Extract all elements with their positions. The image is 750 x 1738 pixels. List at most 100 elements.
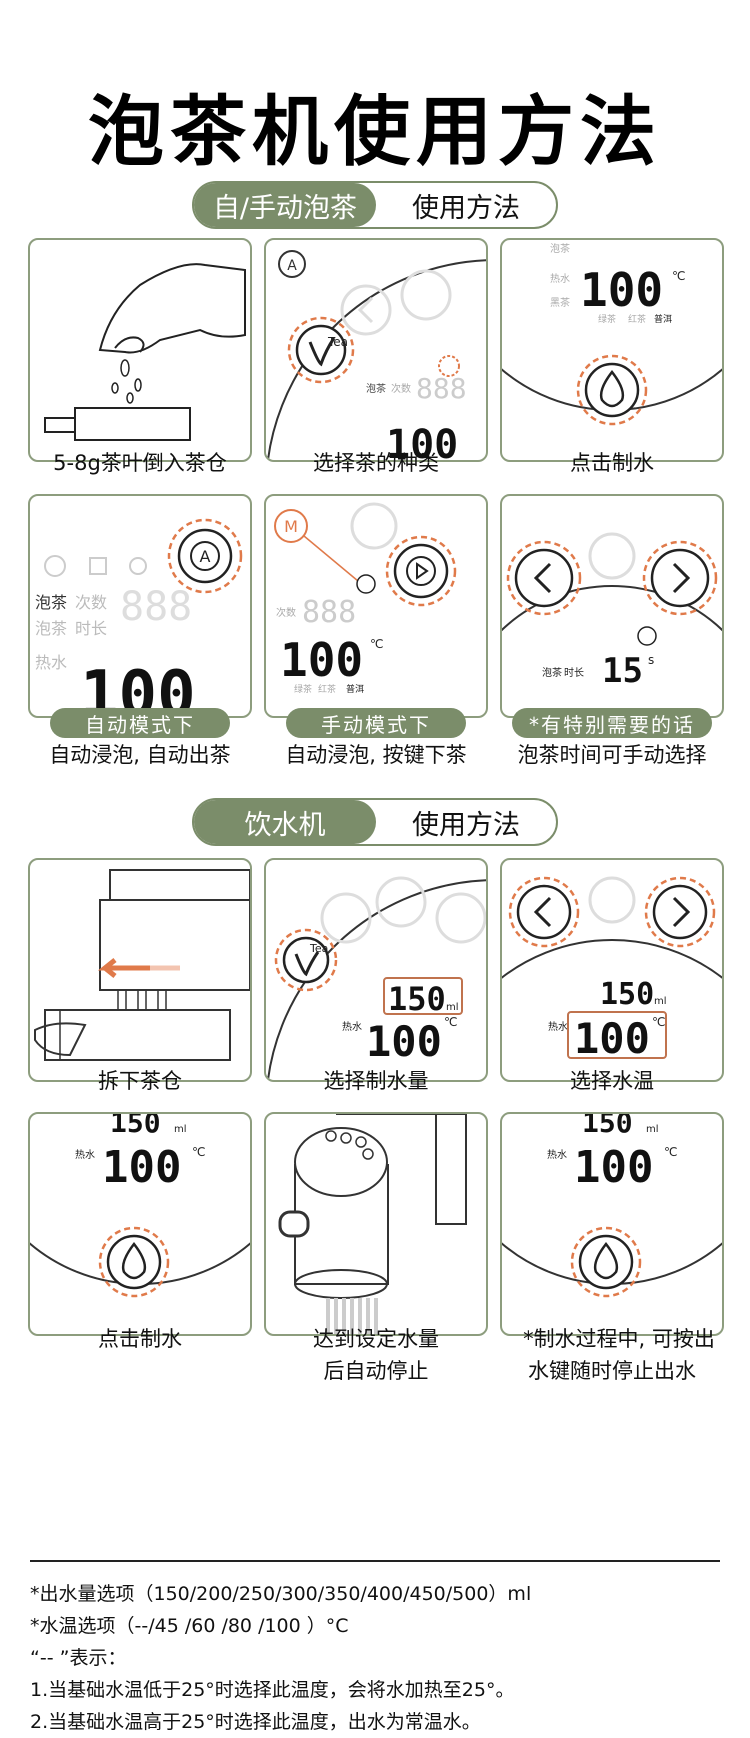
- svg-text:℃: ℃: [652, 1015, 665, 1029]
- step-panel-select-temp: 150 ml 热水 100 ℃: [500, 858, 724, 1082]
- svg-text:绿茶: 绿茶: [294, 683, 312, 695]
- svg-text:ml: ml: [654, 996, 667, 1007]
- caption-remove-chamber: 拆下茶仓: [98, 1069, 182, 1093]
- notes: *出水量选项（150/200/250/300/350/400/450/500）m…: [30, 1578, 730, 1738]
- step-panel-select-volume: Tea 150 ml 热水 100 ℃: [264, 858, 488, 1082]
- svg-text:泡茶: 泡茶: [35, 593, 67, 612]
- svg-text:绿茶: 绿茶: [598, 313, 616, 325]
- caption-stop-anytime: *制水过程中, 可按出: [523, 1327, 715, 1351]
- svg-text:℃: ℃: [370, 637, 383, 651]
- water-button-illustration: 150 ml 热水 100 ℃: [30, 1114, 250, 1298]
- svg-text:s: s: [648, 653, 654, 667]
- svg-text:150: 150: [600, 977, 654, 1012]
- caption-press-water: 点击制水: [570, 451, 654, 475]
- water-steps-row-2: 150 ml 热水 100 ℃: [28, 1112, 724, 1336]
- svg-text:100: 100: [80, 658, 196, 716]
- svg-text:次数: 次数: [276, 606, 296, 619]
- svg-text:Tea: Tea: [327, 335, 348, 349]
- machine-illustration: [278, 1114, 467, 1334]
- svg-text:泡茶: 泡茶: [366, 382, 386, 395]
- svg-text:泡茶: 泡茶: [35, 619, 67, 638]
- note-volume-options: *出水量选项（150/200/250/300/350/400/450/500）m…: [30, 1583, 532, 1605]
- svg-text:热水: 热水: [35, 653, 67, 672]
- water-button-illustration: 150 ml 热水 100 ℃: [502, 1114, 722, 1298]
- svg-text:Tea: Tea: [309, 942, 328, 955]
- caption-auto-stop-line2: 后自动停止: [323, 1359, 429, 1383]
- control-panel-illustration: A Tea 泡茶 次数 888 100: [266, 250, 486, 460]
- svg-text:热水: 热水: [342, 1020, 362, 1033]
- select-temp-illustration: 150 ml 热水 100 ℃: [502, 876, 722, 1063]
- time-select-illustration: 泡茶 时长 15 s: [502, 532, 722, 691]
- svg-text:次数: 次数: [75, 593, 107, 612]
- section-header-right: 使用方法: [412, 192, 520, 224]
- caption-auto-mode: 自动浸泡, 自动出茶: [49, 743, 231, 767]
- section-header-water: 饮水机 使用方法: [192, 798, 558, 846]
- step-panel-manual-mode: M 次数 888 100 ℃ 绿茶 红茶 普洱: [264, 494, 488, 718]
- caption-select-volume: 选择制水量: [323, 1069, 429, 1093]
- tag-special-need: *有特别需要的话: [512, 708, 712, 738]
- svg-text:100: 100: [386, 422, 458, 460]
- select-volume-illustration: Tea 150 ml 热水 100 ℃: [266, 876, 486, 1080]
- hand-pouring-illustration: [44, 263, 246, 441]
- step-panel-auto-mode: A 泡茶 次数 888 泡茶 时长 热水 100: [28, 494, 252, 718]
- svg-text:次数: 次数: [391, 382, 411, 395]
- svg-text:100: 100: [102, 1142, 181, 1193]
- auto-mode-illustration: A 泡茶 次数 888 泡茶 时长 热水 100: [35, 518, 243, 716]
- section-header-left: 自/手动泡茶: [194, 183, 376, 227]
- svg-text:100: 100: [574, 1014, 650, 1063]
- caption-auto-stop: 达到设定水量: [313, 1327, 439, 1351]
- section-header-tea: 自/手动泡茶 使用方法: [192, 181, 558, 229]
- svg-text:普洱: 普洱: [654, 313, 672, 325]
- svg-text:ml: ml: [174, 1124, 187, 1135]
- svg-text:热水: 热水: [548, 1020, 568, 1033]
- svg-text:热水: 热水: [547, 1148, 567, 1161]
- tea-steps-row-1: A Tea 泡茶 次数 888 100 泡茶 热水 黑茶 100 ℃ 绿茶 红茶…: [28, 238, 724, 462]
- svg-text:100: 100: [366, 1017, 442, 1066]
- svg-text:150: 150: [388, 980, 446, 1018]
- step-panel-auto-stop: [264, 1112, 488, 1336]
- svg-text:℃: ℃: [672, 269, 685, 283]
- note-temp-options: *水温选项（--/45 /60 /80 /100 ）°C: [30, 1615, 349, 1637]
- svg-text:热水: 热水: [550, 272, 570, 285]
- svg-text:888: 888: [416, 372, 467, 405]
- svg-text:A: A: [200, 547, 211, 566]
- svg-text:150: 150: [110, 1114, 161, 1139]
- svg-text:100: 100: [580, 263, 663, 317]
- svg-text:普洱: 普洱: [346, 683, 364, 695]
- tag-manual-mode: 手动模式下: [286, 708, 466, 738]
- note-item-1: 1.当基础水温低于25°时选择此温度，会将水加热至25°。: [30, 1679, 515, 1701]
- step-panel-remove-chamber: [28, 858, 252, 1082]
- remove-chamber-illustration: [34, 869, 250, 1061]
- svg-text:泡茶: 泡茶: [542, 666, 562, 679]
- svg-text:888: 888: [120, 584, 192, 630]
- caption-press-water-2: 点击制水: [98, 1327, 182, 1351]
- svg-text:ml: ml: [646, 1124, 659, 1135]
- section-header-right: 使用方法: [412, 809, 520, 841]
- svg-text:时长: 时长: [564, 667, 584, 679]
- svg-text:℃: ℃: [664, 1145, 677, 1159]
- svg-text:150: 150: [582, 1114, 633, 1139]
- caption-time-select: 泡茶时间可手动选择: [517, 743, 707, 767]
- tea-steps-row-2: A 泡茶 次数 888 泡茶 时长 热水 100 M 次数 888 100: [28, 494, 724, 718]
- svg-text:A: A: [287, 258, 297, 274]
- svg-text:黑茶: 黑茶: [550, 296, 570, 309]
- step-panel-select-tea: A Tea 泡茶 次数 888 100: [264, 238, 488, 462]
- caption-pour-tea: 5-8g茶叶倒入茶仓: [53, 451, 227, 475]
- svg-text:℃: ℃: [444, 1015, 457, 1029]
- note-dash-meaning: “-- ”表示：: [30, 1647, 127, 1669]
- svg-text:泡茶: 泡茶: [550, 242, 570, 255]
- caption-select-temp: 选择水温: [570, 1069, 654, 1093]
- divider: [30, 1560, 720, 1562]
- note-item-2: 2.当基础水温高于25°时选择此温度，出水为常温水。: [30, 1711, 481, 1733]
- page-title: 泡茶机使用方法: [88, 87, 662, 176]
- step-panel-pour-tea: [28, 238, 252, 462]
- svg-text:100: 100: [280, 633, 363, 687]
- svg-text:M: M: [284, 517, 298, 536]
- svg-text:红茶: 红茶: [628, 313, 646, 325]
- section-header-left: 饮水机: [194, 800, 376, 844]
- tag-auto-mode: 自动模式下: [50, 708, 230, 738]
- manual-mode-illustration: M 次数 888 100 ℃ 绿茶 红茶 普洱: [274, 502, 457, 695]
- svg-text:红茶: 红茶: [318, 683, 336, 695]
- caption-select-tea: 选择茶的种类: [313, 451, 439, 475]
- caption-stop-anytime-line2: 水键随时停止出水: [528, 1359, 696, 1383]
